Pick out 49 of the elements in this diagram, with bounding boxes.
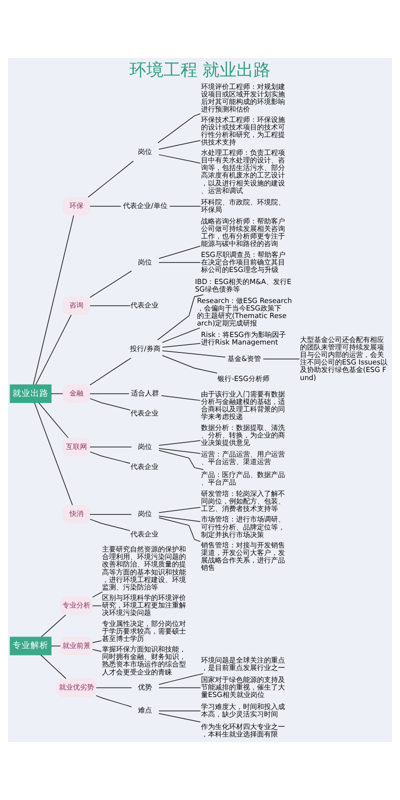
connector: [162, 350, 226, 358]
connector: [162, 355, 218, 374]
connector: [90, 393, 130, 394]
connector: [90, 514, 132, 515]
connector: [158, 450, 204, 470]
connector: [50, 393, 64, 394]
connector: [90, 206, 122, 207]
connector: [96, 687, 132, 688]
connector: [157, 294, 204, 340]
connector: [158, 673, 204, 685]
connector: [158, 517, 201, 542]
connector: [92, 640, 102, 643]
connector: [92, 591, 103, 598]
connector: [158, 516, 201, 522]
connector: [158, 262, 201, 263]
node-box: 就业出路: [10, 384, 52, 404]
connector: [161, 395, 201, 401]
connector: [90, 270, 132, 298]
connector: [162, 343, 201, 348]
connector: [40, 614, 66, 638]
connector: [158, 140, 201, 150]
connector: [90, 305, 130, 306]
connector: [158, 113, 201, 144]
connector: [158, 246, 201, 259]
connector: [158, 506, 201, 514]
connector: [158, 687, 201, 688]
connector: [169, 206, 201, 207]
connector: [35, 314, 72, 386]
connector: [158, 154, 201, 164]
connector: [158, 440, 201, 446]
connector: [158, 713, 201, 722]
connector: [34, 402, 73, 506]
connector: [88, 160, 134, 198]
connector: [158, 710, 201, 712]
connector: [90, 358, 132, 386]
node-box: 专业解析: [10, 636, 52, 656]
connector: [162, 328, 200, 343]
connector: [90, 518, 130, 532]
connector: [158, 448, 201, 454]
connector: [90, 398, 130, 410]
connector: [32, 215, 74, 385]
connector: [92, 649, 102, 652]
connector: [90, 451, 130, 464]
diagram-title: 环境工程 就业出路: [129, 60, 271, 81]
connector: [90, 446, 132, 448]
connector: [40, 654, 66, 679]
connector: [262, 358, 300, 360]
connector: [38, 402, 69, 438]
connector: [96, 695, 132, 708]
